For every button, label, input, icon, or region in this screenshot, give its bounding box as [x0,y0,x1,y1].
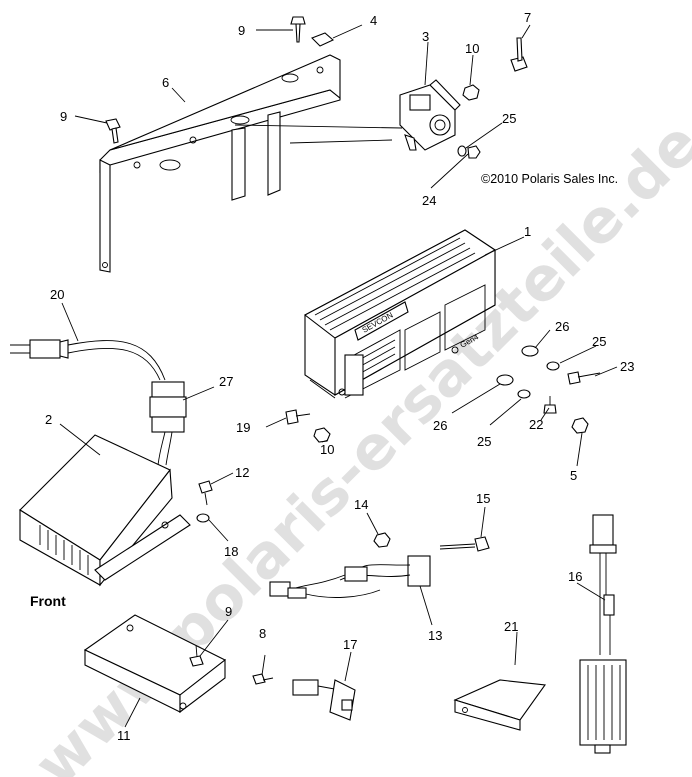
part-19-screw [285,409,311,425]
part-3-solenoid [399,79,461,151]
callout-23: 23 [620,359,634,374]
part-20-charger-cord [10,339,166,381]
callout-26-lower: 26 [433,418,447,433]
part-9-screw-left [105,118,121,144]
part-27-strain-relief [149,381,187,466]
part-9-screw-top [290,16,306,43]
callout-4: 4 [370,13,377,28]
copyright-text: ©2010 Polaris Sales Inc. [481,172,618,186]
callout-9-lower: 9 [225,604,232,619]
callout-11: 11 [117,728,131,743]
part-25-washer-top [457,145,467,157]
callout-16: 16 [568,569,582,584]
callout-25-lower: 25 [477,434,491,449]
part-26-washer-upper [521,345,539,357]
callout-19: 19 [236,420,250,435]
callout-6: 6 [162,75,169,90]
part-10-nut-lower [313,427,331,443]
callout-20: 20 [50,287,64,302]
part-11-mount-bracket [83,614,227,714]
callout-1: 1 [524,224,531,239]
part-15-bolt [439,536,490,552]
part-24-nut [467,145,481,159]
callout-22: 22 [529,417,543,432]
callout-27: 27 [219,374,233,389]
part-13-harness [269,555,431,599]
callout-10-lower: 10 [320,442,334,457]
leader-lines [59,24,618,728]
part-25-washer-right [546,361,560,371]
part-23-bolt [567,371,601,385]
part-21-plate [453,679,546,731]
callout-14: 14 [354,497,368,512]
part-4-clip-nut [311,32,335,47]
part-1-motor-controller [303,229,497,399]
callout-26-upper: 26 [555,319,569,334]
callout-9-left: 9 [60,109,67,124]
part-6-bracket [99,54,341,273]
callout-25-right: 25 [592,334,606,349]
callout-12: 12 [235,465,249,480]
callout-18: 18 [224,544,238,559]
callout-21: 21 [504,619,518,634]
part-25-washer-lower [517,389,531,399]
part-10-nut-top [462,84,480,101]
callout-numbers: 1 2 3 4 5 6 7 8 9 9 9 10 10 11 12 13 14 … [45,10,634,743]
callout-3: 3 [422,29,429,44]
callout-10-top: 10 [465,41,479,56]
part-16-fuse-cable [579,514,627,754]
part-8-screw [252,673,274,685]
part-14-nut [373,532,391,548]
callout-2: 2 [45,412,52,427]
part-5-nut [571,417,589,434]
callout-5: 5 [570,468,577,483]
front-label: Front [30,593,66,609]
part-9-screw-lower [189,644,204,667]
callout-17: 17 [343,637,357,652]
callout-9-top: 9 [238,23,245,38]
part-7-bolt [510,37,528,72]
callout-8: 8 [259,626,266,641]
part-17-connector [292,679,356,721]
part-22-stud [543,396,557,414]
part-2-charger [19,434,191,587]
callout-7: 7 [524,10,531,25]
part-18-washer [196,513,210,523]
callout-24: 24 [422,193,436,208]
callout-25-top: 25 [502,111,516,126]
callout-15: 15 [476,491,490,506]
callout-13: 13 [428,628,442,643]
part-12-screw [198,480,213,506]
part-26-washer-lower [496,374,514,386]
